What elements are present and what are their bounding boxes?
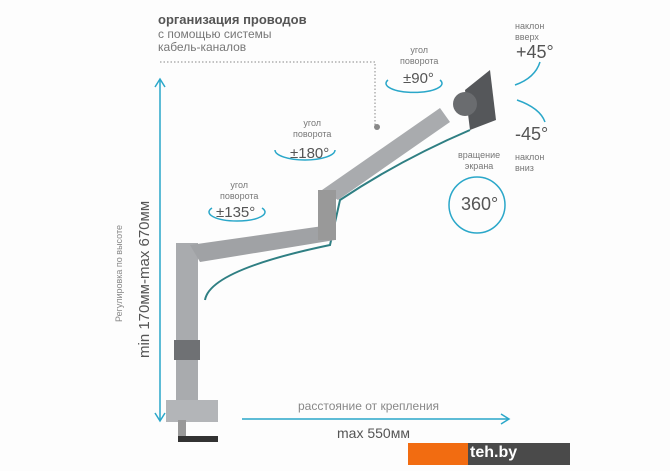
arm-segment-1: [190, 225, 335, 262]
tilt-up-value: +45°: [516, 42, 554, 62]
cable-guide-line: [160, 61, 376, 127]
arm-segment-2: [322, 108, 450, 200]
cable-guide-dot: [374, 124, 380, 130]
monitor-plate: [465, 70, 496, 130]
tilt-down-value: -45°: [515, 124, 549, 144]
cable-line3: кабель-каналов: [158, 40, 247, 54]
reach-arrow: [242, 413, 511, 425]
reach-value: max 550мм: [337, 425, 410, 441]
angle-joint2: ±180°: [290, 145, 330, 162]
cable-line2: с помощью системы: [158, 27, 272, 41]
screen-rotation-value: 360°: [461, 194, 499, 214]
rotation-arrows: [208, 61, 546, 234]
arm-joint: [318, 190, 336, 240]
cable-title: организация проводов: [158, 12, 307, 27]
angle-head: ±90°: [403, 70, 434, 87]
watermark-orange: [408, 443, 468, 465]
watermark-text: teh.by: [470, 444, 518, 461]
height-label: Регулировка по высоте: [114, 225, 124, 322]
watermark-bar: teh.by: [468, 443, 570, 465]
angle-joint1: ±135°: [216, 204, 256, 221]
height-arrow: [154, 77, 166, 423]
height-value: min 170мм-max 670мм: [136, 200, 153, 358]
mount-pole: [166, 243, 218, 442]
reach-label: расстояние от крепления: [298, 399, 440, 413]
